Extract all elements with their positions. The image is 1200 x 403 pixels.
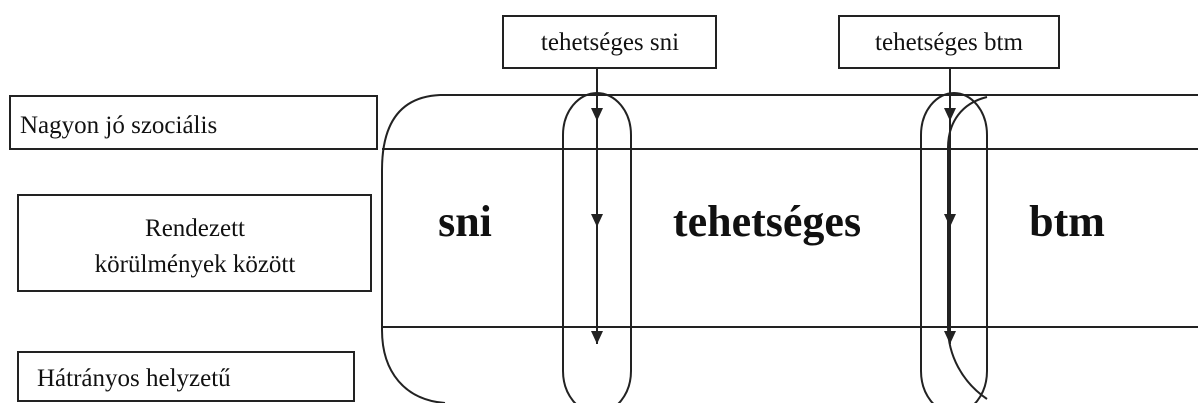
ordered-circumstances-box (17, 194, 372, 292)
ordered-circumstances-line-2: körülmények között (95, 251, 296, 278)
btm-arrow-head-top (944, 108, 956, 121)
btm-group-label: btm (1029, 197, 1105, 246)
sni-group-label: sni (438, 197, 492, 246)
disadvantaged-box (17, 351, 355, 402)
sni-arrow-head-bottom (591, 331, 603, 344)
disadvantaged-label: Hátrányos helyzetű (37, 365, 231, 392)
btm-region-boundary (947, 96, 988, 400)
sni-talent-box (502, 15, 717, 69)
main-region-outline (381, 94, 1198, 403)
sni-arrow-head-top (591, 108, 603, 121)
very-good-social-label: Nagyon jó szociális (20, 112, 217, 139)
btm-talent-label: tehetséges btm (875, 29, 1023, 56)
sni-talent-label: tehetséges sni (541, 29, 679, 56)
btm-talent-box (838, 15, 1060, 69)
btm-arrow-head-middle (944, 214, 956, 227)
ordered-circumstances-line-1: Rendezett (145, 215, 245, 242)
btm-overlap-oval (920, 92, 988, 403)
sni-arrow-head-middle (591, 214, 603, 227)
very-good-social-box (9, 95, 378, 150)
btm-arrow-head-bottom (944, 331, 956, 344)
talented-group-label: tehetséges (673, 197, 861, 246)
